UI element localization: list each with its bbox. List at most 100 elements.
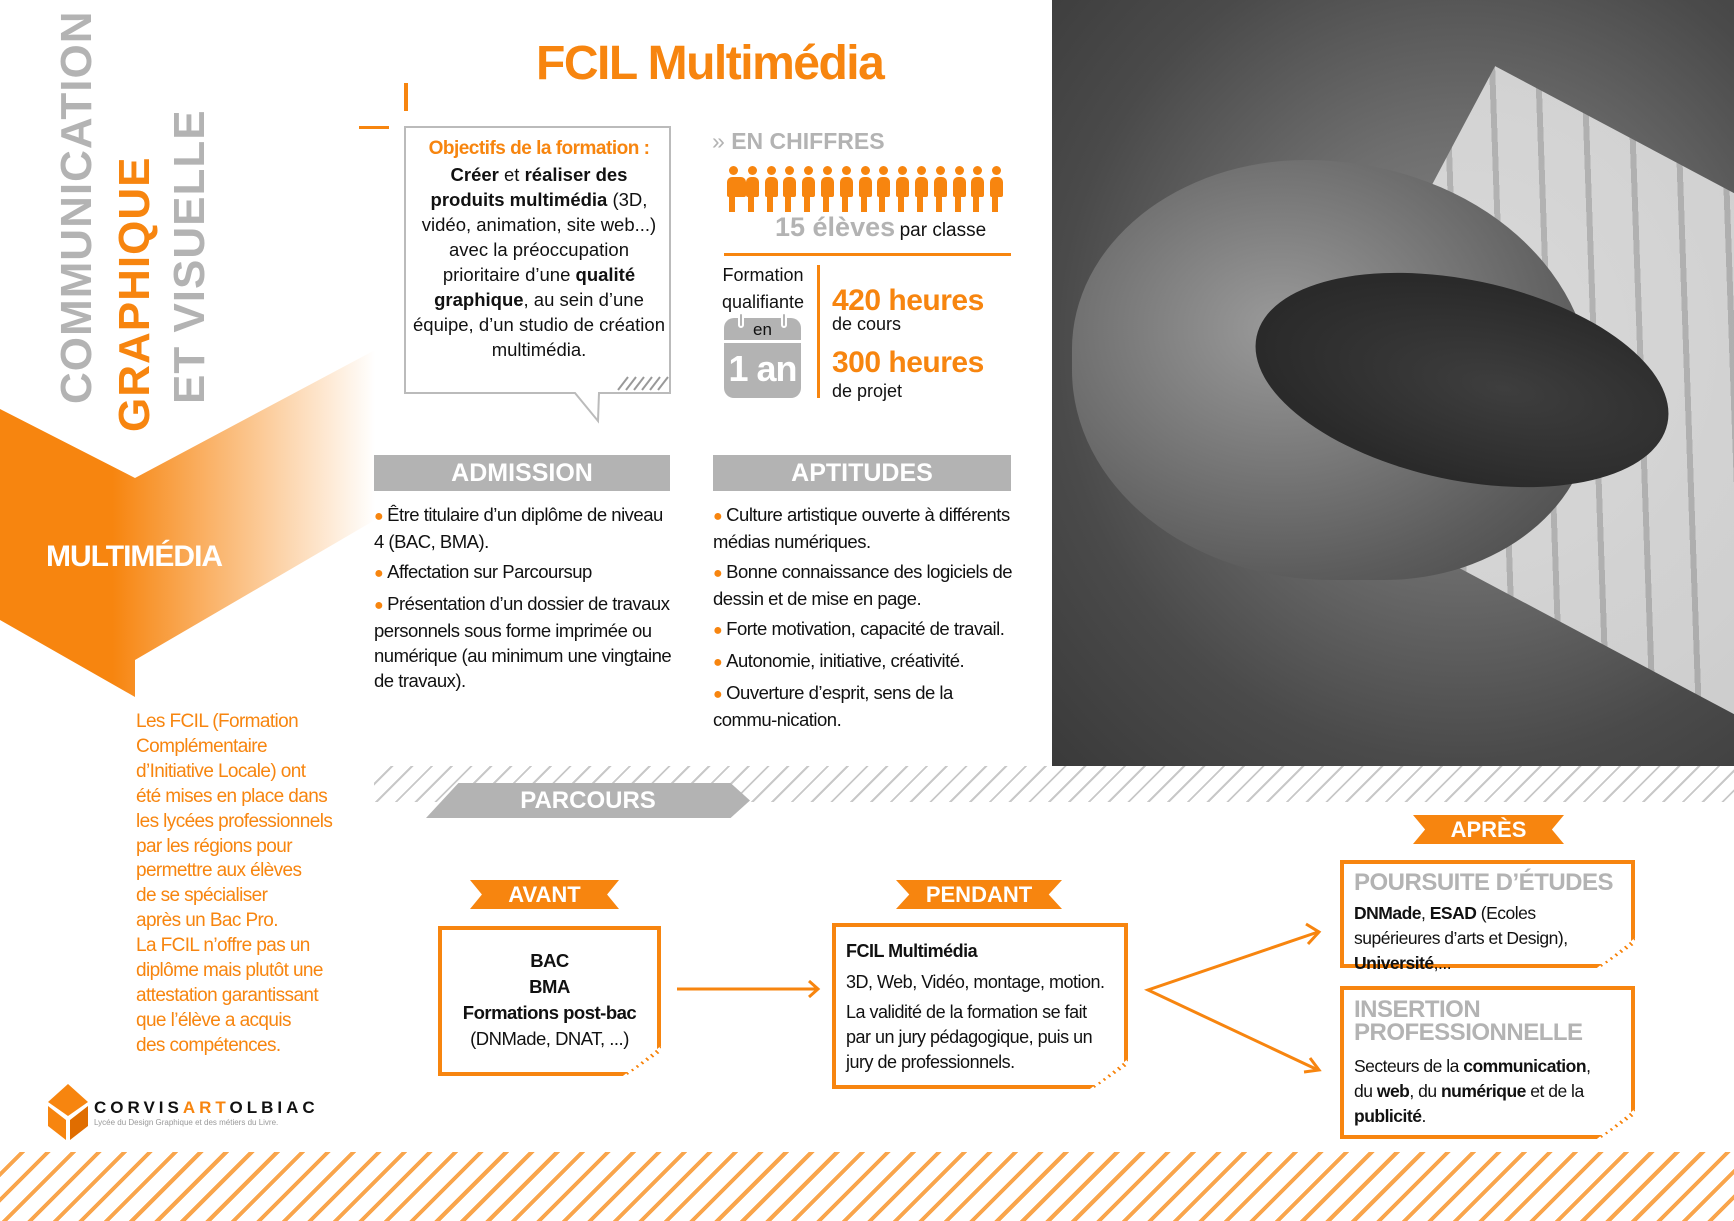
speech-bubble — [404, 126, 671, 424]
course-hours-label: de cours — [832, 314, 902, 334]
text-segment: , — [1421, 903, 1430, 923]
avant-ribbon: AVANT — [470, 880, 619, 909]
heading-communication: COMMUNICATION — [52, 10, 101, 404]
intro-line: diplôme mais plutôt une — [136, 960, 323, 982]
intro-line: de se spécialiser — [136, 885, 268, 907]
orange-chevron-banner — [0, 350, 375, 697]
insertion-box: INSERTION PROFESSIONNELLE Secteurs de la… — [1340, 986, 1635, 1139]
text-segment: (3D, vidéo, animation, site web...) avec… — [421, 189, 657, 285]
branch-arrows-icon — [1144, 922, 1322, 1074]
student-icon — [970, 166, 985, 212]
text-segment: web — [1376, 1081, 1410, 1101]
student-icon — [989, 166, 1004, 212]
corner-mark — [359, 126, 389, 129]
text-segment: Secteurs de la — [1354, 1056, 1464, 1076]
text-segment: communication — [1463, 1056, 1587, 1076]
figures-heading: » EN CHIFFRES — [712, 128, 885, 154]
intro-line: d’Initiative Locale) ont — [136, 760, 306, 782]
bullet-icon: ● — [713, 686, 723, 703]
student-icon — [933, 166, 947, 212]
list-item: ●Culture artistique ouverte à différents… — [713, 504, 1010, 552]
pendant-ribbon: PENDANT — [896, 880, 1062, 909]
list-item: ●Affectation sur Parcoursup — [374, 561, 592, 582]
text-segment: et — [498, 164, 525, 185]
admission-list: ●Être titulaire d’un diplôme de niveau 4… — [374, 502, 674, 698]
bullet-icon: ● — [713, 622, 723, 639]
parcours-banner: PARCOURS — [426, 783, 750, 818]
list-item: ●Être titulaire d’un diplôme de niveau 4… — [374, 504, 663, 552]
bullet-icon: ● — [374, 565, 384, 582]
keyboard-photo — [1052, 0, 1734, 766]
list-item: ●Bonne connaissance des logiciels de des… — [713, 561, 1013, 609]
text-segment: ESAD — [1429, 903, 1477, 923]
students-pictogram — [726, 166, 1016, 212]
intro-line: attestation garantissant — [136, 984, 319, 1006]
pendant-box: FCIL Multimédia 3D, Web, Vidéo, montage,… — [832, 923, 1128, 1089]
student-icon — [952, 166, 966, 212]
intro-line: Complémentaire — [136, 735, 268, 757]
logo-name: CORVISARTOLBIAC — [94, 1098, 319, 1117]
student-icon — [839, 166, 853, 212]
text-segment: publicité — [1354, 1106, 1422, 1126]
student-icon — [858, 166, 872, 212]
text-segment: (Ecoles supérieures d’arts et Design), — [1354, 903, 1568, 948]
heading-graphique: GRAPHIQUE — [110, 156, 159, 432]
text-segment: DNMade — [1354, 903, 1422, 923]
list-item: ●Ouverture d’esprit, sens de la commu-ni… — [713, 682, 953, 730]
course-hours: 420 heures — [832, 284, 984, 317]
logo-tagline: Lycée du Design Graphique et des métiers… — [94, 1118, 279, 1127]
objectives-text: Créer et réaliser des produits multimédi… — [412, 162, 666, 362]
text-segment: , du — [1409, 1081, 1441, 1101]
student-icon — [782, 166, 797, 212]
divider — [724, 253, 1011, 256]
logo-icon — [48, 1084, 88, 1140]
student-icon — [876, 166, 891, 212]
list-item: ●Autonomie, initiative, créativité. — [713, 650, 965, 671]
students-count: 15 élèves par classe — [775, 212, 987, 242]
text-segment: réaliser des produits multimédia — [430, 164, 628, 210]
text-segment: , du — [1354, 1056, 1591, 1101]
heading-et-visuelle: ET VISUELLE — [165, 109, 214, 404]
project-hours: 300 heures — [832, 346, 984, 379]
intro-line: permettre aux élèves — [136, 860, 302, 882]
intro-line: été mises en place dans — [136, 785, 328, 807]
student-icon — [764, 166, 778, 212]
admission-header: ADMISSION — [374, 455, 670, 491]
student-icon — [914, 166, 928, 212]
intro-line: après un Bac Pro. — [136, 910, 278, 932]
corner-mark — [404, 83, 408, 111]
student-icon — [745, 166, 759, 212]
aptitudes-header: APTITUDES — [713, 455, 1011, 491]
intro-line: des compétences. — [136, 1034, 281, 1056]
intro-line: les lycées professionnels — [136, 810, 333, 832]
list-item: ●Forte motivation, capacité de travail. — [713, 618, 1005, 639]
project-hours-label: de projet — [832, 381, 903, 401]
student-icon — [726, 166, 746, 212]
multimedia-label: MULTIMÉDIA — [46, 540, 223, 573]
student-icon — [895, 166, 910, 212]
text-segment: Créer — [450, 164, 499, 185]
text-segment: . — [1421, 1106, 1426, 1126]
intro-line: que l’élève a acquis — [136, 1009, 291, 1031]
student-icon — [801, 166, 816, 212]
bullet-icon: ● — [713, 508, 723, 525]
bullet-icon: ● — [374, 508, 384, 525]
bullet-icon: ● — [374, 597, 384, 614]
double-chevron-icon: » — [712, 128, 732, 154]
text-segment: ,... — [1433, 953, 1452, 973]
intro-line: La FCIL n’offre pas un — [136, 935, 310, 957]
student-icon — [820, 166, 834, 212]
arrow-right-icon — [677, 979, 821, 999]
apres-ribbon: APRÈS — [1413, 815, 1564, 844]
objectives-heading: Objectifs de la formation : — [428, 138, 650, 159]
intro-line: par les régions pour — [136, 835, 293, 857]
intro-line: Les FCIL (Formation — [136, 711, 299, 732]
calendar-icon: en 1 an — [724, 312, 801, 398]
bullet-icon: ● — [713, 565, 723, 582]
text-segment: qualité graphique — [434, 264, 636, 310]
bullet-icon: ● — [713, 654, 723, 671]
text-segment: et de la — [1525, 1081, 1584, 1101]
